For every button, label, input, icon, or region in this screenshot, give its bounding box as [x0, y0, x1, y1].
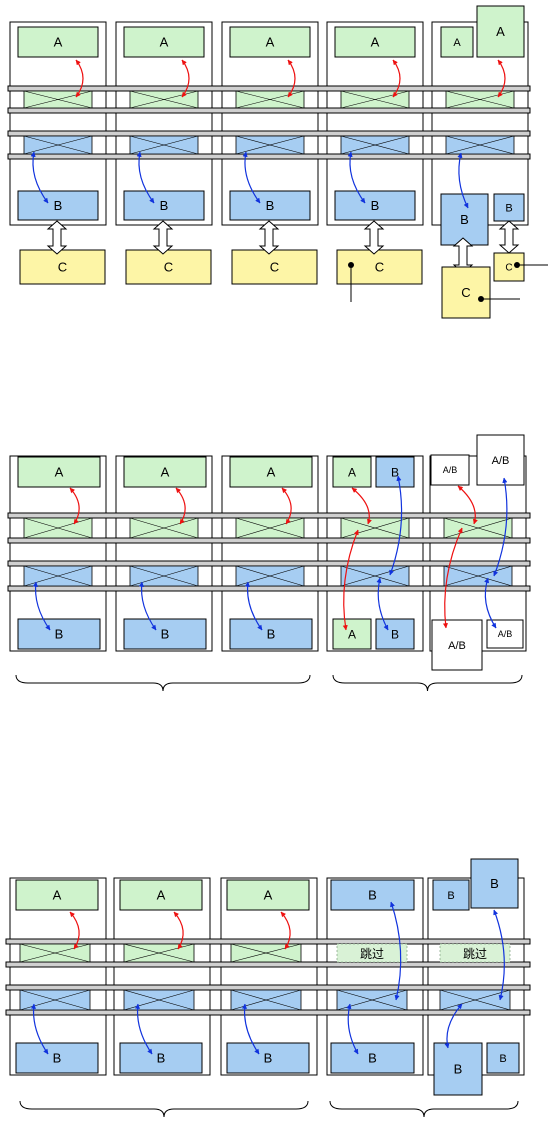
p3-col-5-b-top-large-box-label: B	[490, 876, 499, 891]
p2-col-3-a-box-label: A	[267, 465, 276, 480]
p1-col-5-b-small-box-label: B	[505, 202, 512, 214]
p3-col-1-a-box-label: A	[53, 888, 62, 903]
p3-col-3-a-box-label: A	[264, 888, 273, 903]
p2-right-brace-icon	[333, 675, 522, 691]
p2-col-5-ab-top-large-box-label: A/B	[492, 455, 510, 467]
panel-1: A B C A B C A B C A B C A A B B C C	[8, 6, 548, 318]
p3-col-4-skip-label: 跳过	[360, 947, 384, 961]
p1-rail-1	[8, 86, 530, 91]
p3-col-4-b-top-box-label: B	[368, 888, 377, 903]
p1-col-3-b-box-label: B	[266, 198, 275, 213]
p3-rail-1	[6, 939, 530, 944]
p1-col-5-a-large-box-label: A	[496, 24, 505, 39]
p1-col-1-red-head-a	[76, 60, 80, 65]
p1-col-3-red-head-a	[288, 60, 292, 65]
p3-col-2-b-box-label: B	[157, 1051, 166, 1066]
p2-rail-2	[8, 538, 530, 543]
p3-col-3-b-box-label: B	[264, 1051, 273, 1066]
p1-col-1-b-box-label: B	[54, 198, 63, 213]
panel-3: A B A B A B B 跳过 B B B 跳过 B B	[6, 859, 530, 1117]
p3-left-brace-icon	[20, 1101, 308, 1117]
p2-rail-3	[8, 561, 530, 566]
p1-rail-2	[8, 108, 530, 113]
p1-col-5-c-small-box-label: C	[505, 263, 512, 274]
p3-rail-2	[6, 962, 530, 967]
p1-col-5-red-head-a	[498, 60, 502, 65]
p3-rail-3	[6, 985, 530, 990]
p1-col-3-hollow-double-arrow-icon	[260, 221, 278, 254]
p1-col-4-c-box-label: C	[375, 260, 384, 275]
p1-col-4-a-box-label: A	[371, 35, 380, 50]
p3-right-brace-icon	[330, 1101, 518, 1117]
p1-col-2-c-box-label: C	[164, 260, 173, 275]
p2-col-1-b-box-label: B	[55, 627, 64, 642]
p3-col-5-b-top-small-box-label: B	[447, 890, 454, 902]
p3-col-1-b-box-label: B	[53, 1051, 62, 1066]
p2-col-4-a-bottom-box-label: A	[348, 627, 356, 641]
p2-col-2-a-box-label: A	[161, 465, 170, 480]
p1-col-2-hollow-double-arrow-icon	[154, 221, 172, 254]
p1-col-2-b-box-label: B	[160, 198, 169, 213]
p2-col-5-ab-top-small-box-label: A/B	[443, 465, 458, 475]
p2-left-brace-icon	[16, 675, 310, 691]
p3-col-5-blue-down-head-a	[494, 910, 498, 915]
p2-col-5-ab-bottom-small-box-label: A/B	[498, 629, 513, 639]
p1-col-5-a-small-box-label: A	[453, 37, 461, 49]
p3-col-5-skip-label: 跳过	[463, 947, 487, 961]
p1-col-4-red-head-a	[393, 60, 397, 65]
p3-col-5-b-bottom-small-box-label: B	[499, 1053, 506, 1065]
p1-rail-3	[8, 131, 530, 136]
p2-col-3-b-box-label: B	[267, 627, 276, 642]
p1-col-3-a-box-label: A	[266, 35, 275, 50]
p1-col-5-c-large-box-label: C	[461, 285, 470, 300]
p1-col-2-a-box-label: A	[160, 35, 169, 50]
p2-col-5-ab-bottom-large-box-label: A/B	[448, 640, 466, 652]
p3-col-4-b-bottom-box-label: B	[368, 1051, 377, 1066]
p2-col-4-b-bottom-box-label: B	[391, 627, 399, 641]
p1-col-5-b-large-box-label: B	[460, 212, 469, 227]
p1-col-1-hollow-double-arrow-icon	[48, 221, 66, 254]
p3-rail-4	[6, 1010, 530, 1015]
p2-rail-4	[8, 586, 530, 591]
p1-col-2-red-head-a	[182, 60, 186, 65]
p1-col-1-c-box-label: C	[58, 260, 67, 275]
p2-col-1-a-box-label: A	[55, 465, 64, 480]
p2-col-2-b-box-label: B	[161, 627, 170, 642]
p1-col-1-a-box-label: A	[54, 35, 63, 50]
p2-rail-1	[8, 513, 530, 518]
p1-col-3-c-box-label: C	[270, 260, 279, 275]
p2-col-4-a-top-box-label: A	[348, 465, 356, 479]
p3-col-5-b-bottom-large-box-label: B	[454, 1062, 463, 1077]
p1-rail-4	[8, 154, 530, 159]
p3-col-2-a-box-label: A	[157, 888, 166, 903]
p1-col-4-hollow-double-arrow-icon	[365, 221, 383, 254]
p1-col-5-small-hollow-double-arrow-icon	[500, 221, 518, 253]
p1-col-4-b-box-label: B	[371, 198, 380, 213]
